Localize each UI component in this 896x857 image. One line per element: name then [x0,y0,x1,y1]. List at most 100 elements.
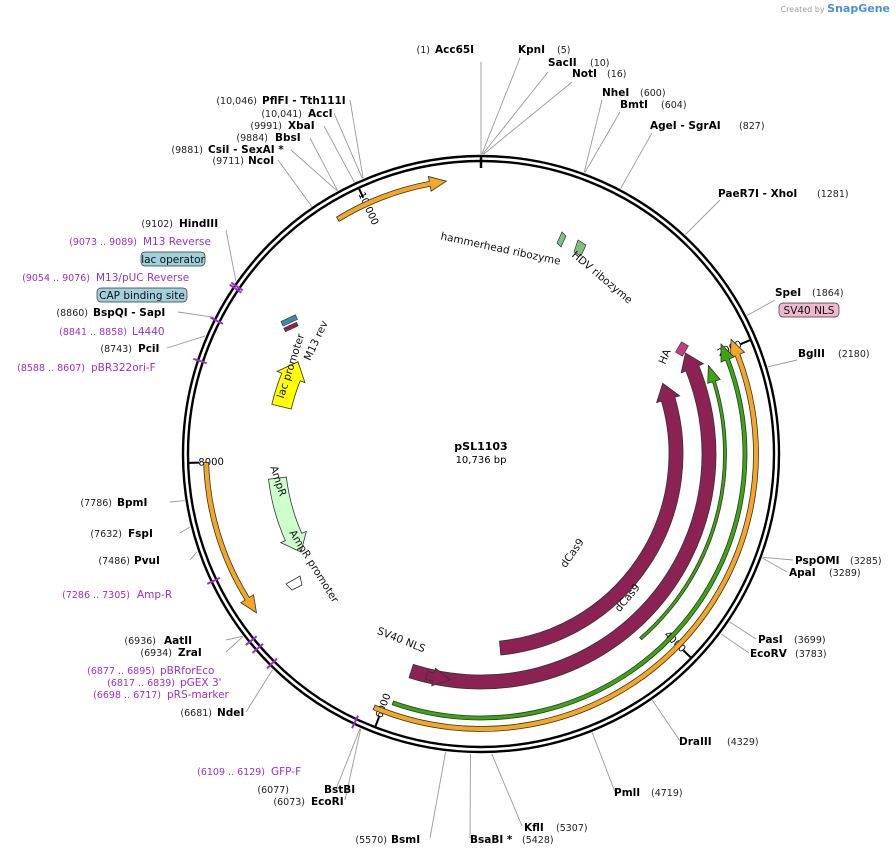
site-line-ecori [344,728,362,801]
hammerhead-ribozyme-label: hammerhead ribozyme [439,230,561,267]
lac-operator-label: lac operator [141,254,205,266]
dcas9-outer-arrow [408,352,717,690]
site-bstbi[interactable]: BstBI [324,784,355,796]
site-line-bmti [584,111,621,173]
site-noti[interactable]: NotI [572,68,597,80]
site-ndei[interactable]: NdeI [217,707,244,719]
site-acci[interactable]: AccI [308,108,332,120]
orange-arc-left [203,461,258,614]
site-line-pvui [189,551,198,561]
snapgene-branding: Created by SnapGene [781,2,890,15]
site-bpmi[interactable]: BpmI [117,497,147,509]
site-draiii[interactable]: DraIII [679,736,712,748]
ori-arrow [271,361,306,410]
site-line-agei [620,132,653,189]
primer-prs-marker[interactable]: pRS-marker [167,689,230,701]
sv40-nls-box-label: SV40 NLS [784,305,835,317]
primer-pgex-3[interactable]: pGEX 3' [180,677,222,689]
site-bglii[interactable]: BglII [798,348,825,360]
site-paer7i-xhoi[interactable]: PaeR7I - XhoI [718,188,797,200]
site-bsmi[interactable]: BsmI [391,834,420,846]
primer-pos-gfp-f: (6109 .. 6129) [197,767,265,778]
site-pos-nhei: (600) [640,88,666,99]
site-pos-bbsi: (9884) [236,133,268,144]
primer-amp-r[interactable]: Amp-R [137,589,172,601]
primer-l4440[interactable]: L4440 [132,326,165,338]
site-line-bbsi [309,137,338,191]
site-ncoi[interactable]: NcoI [248,155,274,167]
tick-mark-2000 [740,339,751,346]
site-pos-ecorv: (3783) [795,649,827,660]
site-line-pspomi [762,556,794,561]
site-pvui[interactable]: PvuI [134,555,160,567]
site-pflfi-tth111i[interactable]: PflFI - Tth111I [262,95,346,107]
site-apai[interactable]: ApaI [789,567,816,579]
site-pos-kpni: (5) [557,45,570,56]
primer-tick-l4440 [209,316,224,325]
primer-m13-puc-reverse[interactable]: M13/pUC Reverse [96,272,189,284]
site-pos-bsmi: (5570) [355,835,387,846]
site-xbai[interactable]: XbaI [288,120,315,132]
primer-gfp-f[interactable]: GFP-F [271,766,301,778]
orange-arc-right [372,338,759,732]
site-sacii[interactable]: SacII [548,57,577,69]
site-kfli[interactable]: KflI [524,822,544,834]
site-bspqi-sapi[interactable]: BspQI - SapI [93,307,165,319]
dcas9-label-inner: dCas9 [558,536,587,570]
site-bbsi[interactable]: BbsI [275,132,301,144]
site-bmti[interactable]: BmtI [620,99,648,111]
site-pos-bmti: (604) [661,100,687,111]
site-line-acci [333,112,363,179]
primer-pbrforeco[interactable]: pBRforEco [160,665,214,677]
cap-binding-site-box[interactable]: CAP binding site [96,287,188,303]
tick-mark-4000 [682,649,692,659]
lac-operator-box-shape [140,251,206,267]
site-line-pflfi [349,99,364,179]
site-pos-ecori: (6073) [273,797,305,808]
primer-pbr322ori-f[interactable]: pBR322ori-F [91,362,156,374]
m13-rev-label: M13 rev [302,319,331,363]
site-pos-kfli: (5307) [556,823,588,834]
site-ecori[interactable]: EcoRI [311,796,344,808]
site-pos-pcii: (8743) [100,344,132,355]
site-line-bpmi [169,500,185,503]
plasmid-name: pSL1103 [454,440,507,453]
site-zrai[interactable]: ZraI [178,647,202,659]
site-spei[interactable]: SpeI [775,287,801,299]
site-pcii[interactable]: PciI [138,343,159,355]
site-kpni[interactable]: KpnI [518,44,545,56]
site-aatii[interactable]: AatII [164,635,192,647]
site-hindiii[interactable]: HindIII [179,218,218,230]
site-line-nhei [583,99,603,173]
site-pos-pflfi: (10,046) [216,96,257,107]
site-nhei[interactable]: NheI [602,87,629,99]
site-line-pmli [591,732,616,793]
site-line-sacii [482,71,549,155]
primer-pos-pbrforeco: (6877 .. 6895) [87,666,155,677]
site-line-apai [762,557,788,573]
sv40-nls-box-shape [778,302,840,318]
site-bsabi[interactable]: BsaBI * [470,834,513,846]
site-agei-sgrai[interactable]: AgeI - SgrAI [650,120,721,132]
site-pmli[interactable]: PmlI [614,787,640,799]
lac-operator-box[interactable]: lac operator [140,251,206,267]
site-fspi[interactable]: FspI [128,528,153,540]
site-ecorv[interactable]: EcoRV [750,648,788,660]
site-acc65i[interactable]: Acc65I [435,44,474,56]
site-pasi[interactable]: PasI [758,634,783,646]
sv40-nls-box[interactable]: SV40 NLS [778,302,840,318]
site-pos-aatii: (6936) [124,636,156,647]
primer-pos-m13-reverse: (9073 .. 9089) [69,237,137,248]
site-pos-bsabi: (5428) [522,835,554,846]
primer-tick-gfp-f [351,715,359,729]
orange-arc-top [335,175,448,222]
hdv-ribozyme-label: HDV ribozyme [569,249,634,306]
site-pos-ncoi: (9711) [212,156,244,167]
site-pspomi[interactable]: PspOMI [795,555,840,567]
snapgene-logo: SnapGene [827,2,890,15]
primer-m13-reverse[interactable]: M13 Reverse [143,236,211,248]
site-csii-sexai[interactable]: CsiI - SexAI * [208,144,284,156]
site-line-bspqi [177,311,214,318]
dcas9-inner-arrow [499,382,684,656]
primer-pos-amp-r: (7286 .. 7305) [62,590,130,601]
